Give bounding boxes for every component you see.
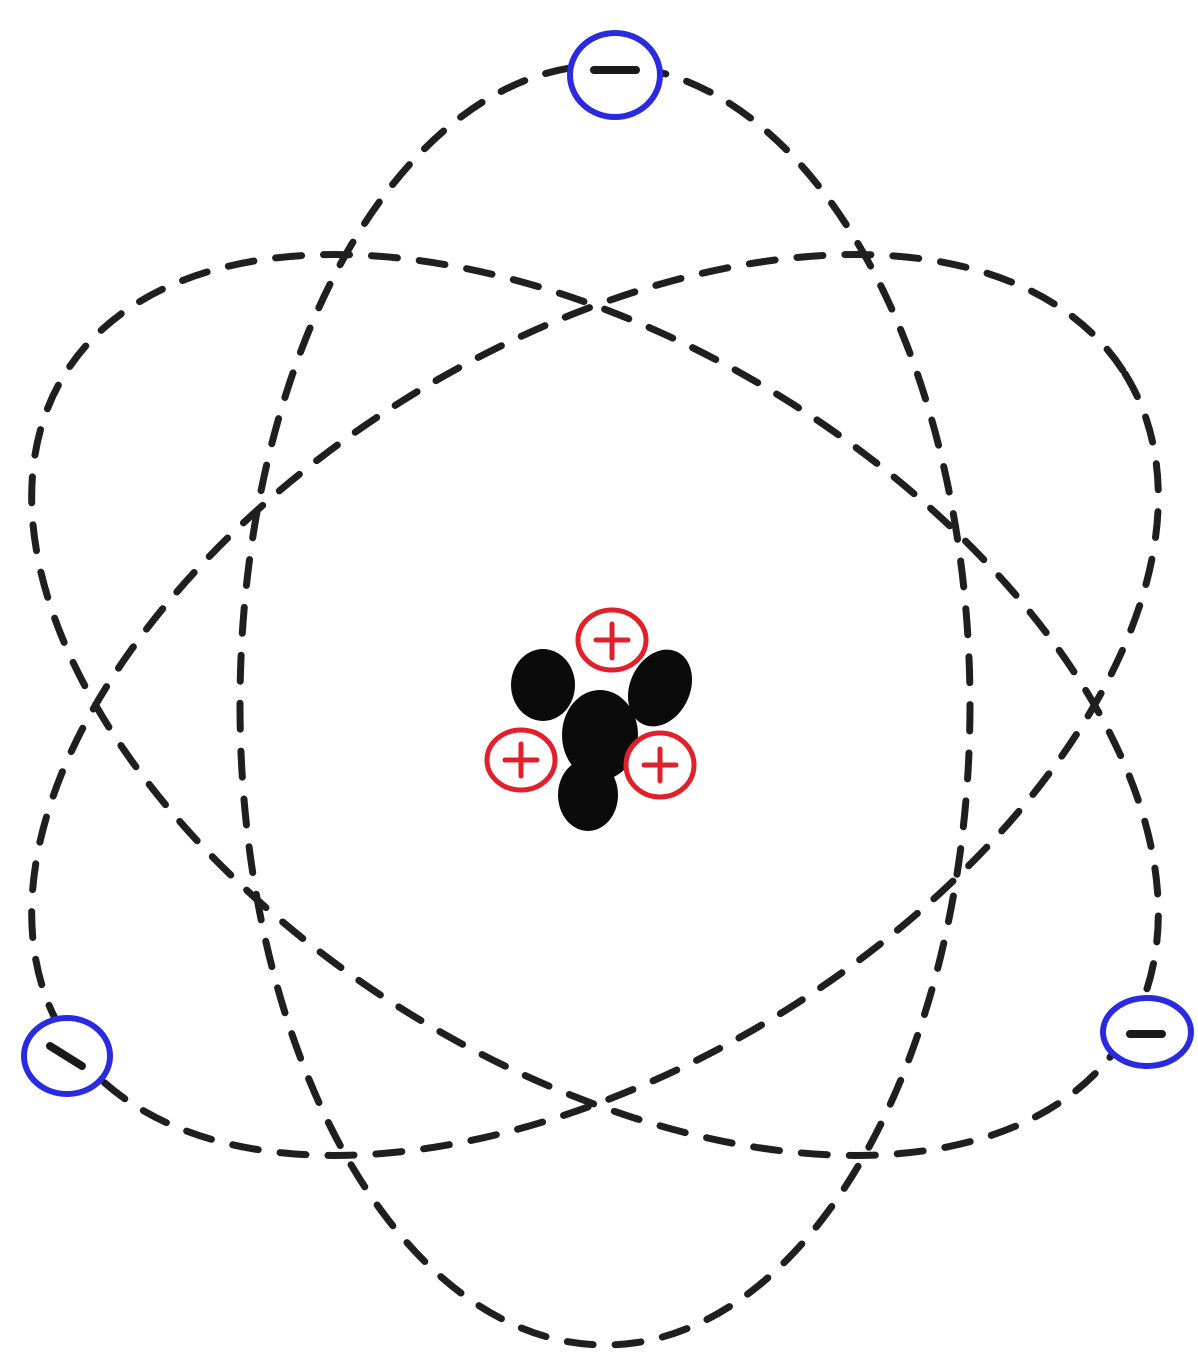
electron-right <box>1103 998 1191 1066</box>
proton-right <box>626 733 694 797</box>
nucleus <box>487 610 704 831</box>
proton-left <box>487 730 555 790</box>
electron-left <box>24 1018 110 1094</box>
neutron-upper-left <box>511 649 575 721</box>
neutron-bottom <box>558 759 618 831</box>
electron-top <box>570 33 660 117</box>
proton-top <box>578 610 646 670</box>
